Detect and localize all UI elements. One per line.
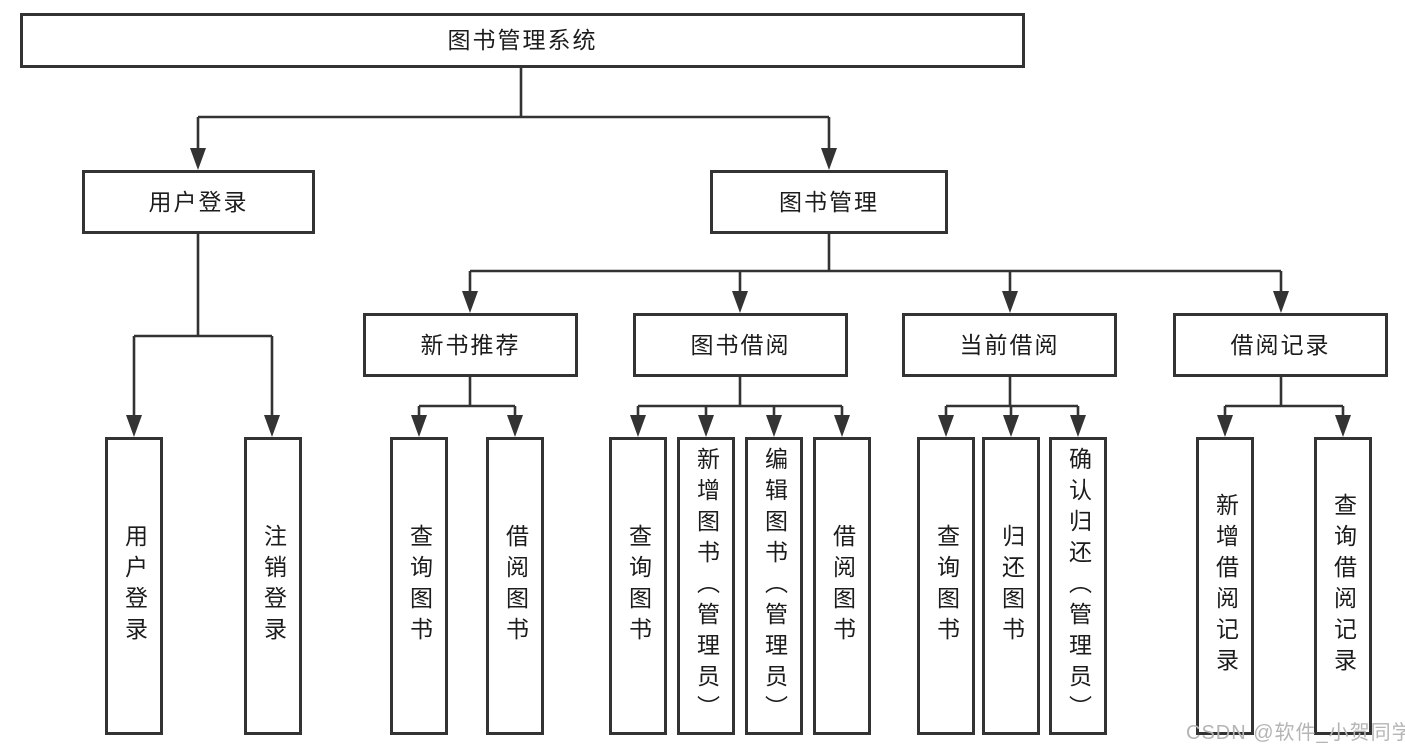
leaf-query-book-1: 查询图书 (390, 437, 448, 735)
leaf-query-book-3: 查询图书 (917, 437, 975, 735)
leaf-return-book-label: 归还图书 (998, 524, 1025, 648)
arrowheads (126, 148, 1351, 437)
node-book-borrow: 图书借阅 (633, 313, 848, 377)
node-new-book-recommend-label: 新书推荐 (420, 331, 521, 358)
leaf-borrow-book-2-label: 借阅图书 (829, 524, 856, 648)
node-current-borrow: 当前借阅 (902, 313, 1117, 377)
node-book-management: 图书管理 (710, 170, 948, 234)
leaf-logout: 注销登录 (244, 437, 302, 735)
leaf-query-book-2-label: 查询图书 (625, 524, 652, 648)
leaf-user-login-label: 用户登录 (121, 524, 148, 648)
leaf-add-record-label: 新增借阅记录 (1212, 493, 1239, 679)
leaf-logout-label: 注销登录 (260, 524, 287, 648)
leaf-add-book-label: 新增图书（管理员） (693, 446, 720, 726)
leaf-confirm-return-label: 确认归还（管理员） (1065, 446, 1092, 726)
csdn-watermark: CSDN @软件_小贺同学 (1186, 722, 1405, 744)
node-root: 图书管理系统 (20, 13, 1025, 68)
node-borrow-records-label: 借阅记录 (1230, 331, 1331, 358)
node-book-management-label: 图书管理 (779, 188, 879, 215)
node-new-book-recommend: 新书推荐 (363, 313, 578, 377)
leaf-borrow-book-1-label: 借阅图书 (502, 524, 529, 648)
leaf-add-record: 新增借阅记录 (1196, 437, 1254, 735)
leaf-query-record: 查询借阅记录 (1314, 437, 1372, 735)
leaf-borrow-book-2: 借阅图书 (813, 437, 871, 735)
leaf-query-record-label: 查询借阅记录 (1330, 493, 1357, 679)
node-root-label: 图书管理系统 (447, 27, 598, 53)
leaf-query-book-3-label: 查询图书 (933, 524, 960, 648)
leaf-borrow-book-1: 借阅图书 (486, 437, 544, 735)
leaf-user-login: 用户登录 (105, 437, 163, 735)
tree-edges (132, 68, 1345, 419)
node-book-borrow-label: 图书借阅 (690, 331, 791, 358)
leaf-return-book: 归还图书 (982, 437, 1040, 735)
leaf-edit-book-label: 编辑图书（管理员） (761, 446, 788, 726)
leaf-query-book-1-label: 查询图书 (406, 524, 433, 648)
leaf-edit-book: 编辑图书（管理员） (745, 437, 803, 735)
node-borrow-records: 借阅记录 (1173, 313, 1388, 377)
leaf-query-book-2: 查询图书 (609, 437, 667, 735)
node-current-borrow-label: 当前借阅 (959, 331, 1060, 358)
leaf-confirm-return: 确认归还（管理员） (1049, 437, 1107, 735)
node-user-login-label: 用户登录 (148, 188, 249, 215)
node-user-login: 用户登录 (82, 170, 315, 234)
leaf-add-book: 新增图书（管理员） (677, 437, 735, 735)
